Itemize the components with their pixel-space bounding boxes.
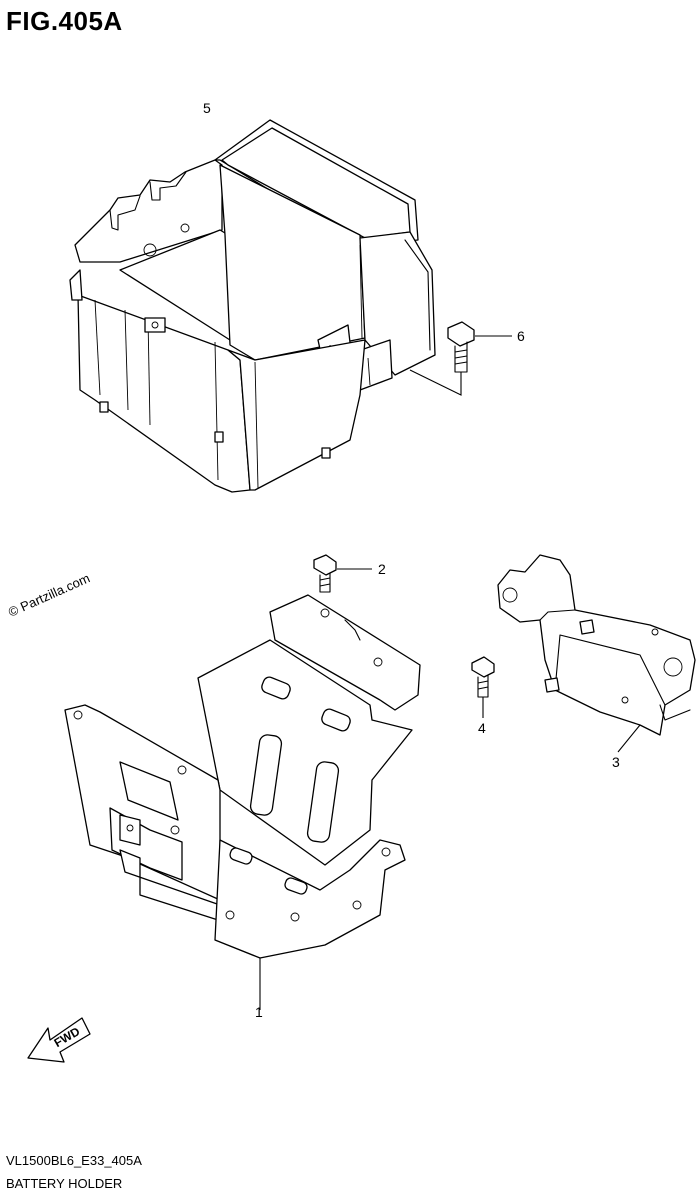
figure-code: VL1500BL6_E33_405A: [6, 1153, 142, 1168]
callout-6: 6: [517, 328, 525, 344]
part-3-side-bracket: [497, 554, 696, 753]
callout-1: 1: [255, 1004, 263, 1020]
callout-5: 5: [203, 100, 211, 116]
callout-2: 2: [378, 561, 386, 577]
fwd-arrow-icon: FWD: [27, 1017, 91, 1063]
callout-4: 4: [478, 720, 486, 736]
callout-3: 3: [612, 754, 620, 770]
part-2-bolt: [313, 554, 372, 593]
figure-name: BATTERY HOLDER: [6, 1176, 123, 1191]
figure-title: FIG.405A: [6, 6, 123, 36]
part-6-bolt: [409, 321, 512, 396]
part-1-main-bracket: [64, 594, 421, 1010]
part-4-bolt: [471, 656, 495, 718]
part-5-battery-case: [69, 119, 436, 493]
